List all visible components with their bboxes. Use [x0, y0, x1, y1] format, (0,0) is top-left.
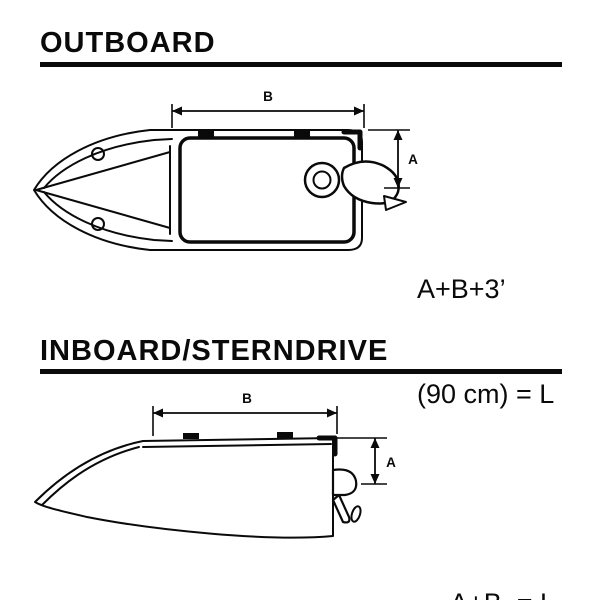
dim-b-arrow-right — [327, 408, 337, 418]
bow-hatch-top — [91, 147, 105, 161]
motor-well-inner — [312, 170, 332, 190]
deck-inner-line — [142, 443, 332, 448]
cleat-right — [277, 432, 293, 438]
cockpit-outline — [178, 136, 356, 244]
inboard-dimensions: B A — [152, 391, 396, 485]
transom-corner-bracket — [341, 129, 363, 151]
outboard-formula-line1: A+B+3’ — [417, 274, 506, 304]
motor-well-outer — [303, 161, 341, 199]
dim-a-arrow-top — [370, 438, 380, 448]
inboard-boat-drawing — [34, 432, 362, 539]
outboard-formula: A+B+3’ (90 cm) = L — [417, 202, 554, 482]
cleat-left — [198, 131, 214, 137]
dim-b-arrow-right — [354, 106, 364, 116]
dim-b-arrow-left — [172, 106, 182, 116]
hull-outline — [33, 129, 363, 251]
cleat-right — [294, 131, 310, 137]
dim-a-arrow-top — [393, 130, 403, 140]
bow-chine-bottom — [35, 189, 171, 229]
gunwale-inner-bottom — [43, 191, 173, 242]
inboard-title: INBOARD/STERNDRIVE — [40, 335, 389, 367]
dim-a-arrow-bottom — [393, 178, 403, 188]
outboard-formula-line2: (90 cm) = L — [417, 379, 555, 409]
dim-a-label: A — [408, 152, 418, 167]
outboard-boat-drawing — [33, 129, 407, 251]
gunwale-inner-top — [43, 138, 173, 189]
sterndrive-upper-unit — [331, 468, 358, 497]
inboard-formula-line1: A+B = L — [450, 586, 555, 600]
dim-b-label: B — [263, 89, 273, 104]
dim-b-label: B — [242, 391, 252, 406]
dim-b-arrow-left — [153, 408, 163, 418]
inboard-formula: A+B = L — [450, 516, 555, 600]
outboard-diagram: B A — [33, 89, 418, 251]
outboard-dimensions: B A — [171, 89, 418, 189]
inboard-divider — [40, 369, 562, 374]
bow-hatch-bottom — [91, 217, 105, 231]
bow-chine-top — [35, 151, 171, 191]
bow-stem-inner — [41, 446, 140, 506]
dim-a-label: A — [386, 455, 396, 470]
propeller — [350, 505, 362, 523]
outboard-divider — [40, 62, 562, 67]
outboard-title: OUTBOARD — [40, 27, 216, 59]
motor-skeg — [383, 195, 407, 211]
sterndrive-leg — [331, 493, 351, 524]
transom-corner-bracket — [316, 435, 338, 457]
cleat-left — [183, 433, 199, 439]
dim-a-arrow-bottom — [370, 474, 380, 484]
inboard-diagram: B A — [34, 391, 396, 539]
hull-outline — [34, 437, 334, 539]
